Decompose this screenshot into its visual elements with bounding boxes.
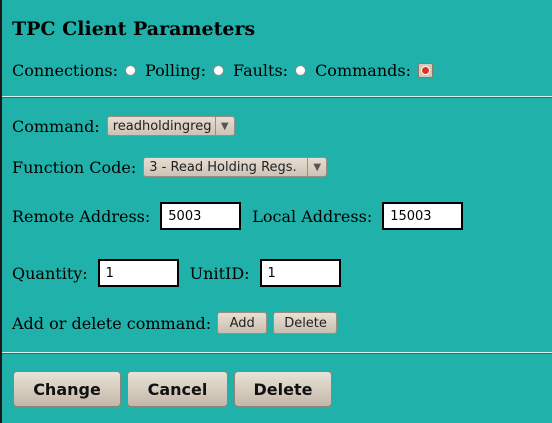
commands-label: Commands:	[315, 61, 411, 80]
change-button[interactable]: Change	[13, 371, 121, 407]
add-delete-row: Add or delete command: Add Delete	[12, 312, 338, 334]
page-title: TPC Client Parameters	[12, 18, 256, 40]
address-row: Remote Address: Local Address:	[12, 202, 464, 230]
radio-connections[interactable]	[125, 65, 136, 76]
delete-command-button[interactable]: Delete	[273, 312, 338, 334]
quantity-input[interactable]	[97, 259, 179, 287]
command-label: Command:	[12, 116, 100, 136]
polling-label: Polling:	[145, 61, 207, 80]
connections-label: Connections:	[12, 61, 118, 80]
unit-id-input[interactable]	[259, 259, 341, 287]
function-code-select-value: 3 - Read Holding Regs.	[149, 159, 297, 175]
command-select[interactable]: readholdingreg ▼	[106, 116, 235, 136]
function-code-label: Function Code:	[12, 157, 137, 177]
add-delete-label: Add or delete command:	[12, 313, 212, 333]
local-address-input[interactable]	[382, 202, 464, 230]
chevron-down-icon: ▼	[214, 117, 234, 135]
radio-commands[interactable]	[417, 63, 433, 78]
delete-button[interactable]: Delete	[234, 371, 332, 407]
command-row: Command: readholdingreg ▼	[12, 116, 235, 136]
cancel-button[interactable]: Cancel	[127, 371, 228, 407]
function-code-row: Function Code: 3 - Read Holding Regs. ▼	[12, 157, 328, 177]
remote-address-label: Remote Address:	[12, 206, 151, 226]
radio-polling[interactable]	[213, 65, 225, 76]
function-code-select[interactable]: 3 - Read Holding Regs. ▼	[143, 157, 328, 177]
add-command-button[interactable]: Add	[217, 312, 268, 334]
quantity-row: Quantity: UnitID:	[12, 259, 341, 287]
connections-row: Connections: Polling: Faults: Commands:	[12, 61, 442, 80]
radio-faults[interactable]	[295, 65, 307, 76]
local-address-label: Local Address:	[252, 206, 373, 226]
chevron-down-icon: ▼	[307, 158, 326, 176]
divider-top	[2, 96, 552, 98]
divider-bottom	[2, 352, 552, 354]
unit-id-label: UnitID:	[189, 263, 250, 283]
quantity-label: Quantity:	[12, 263, 88, 283]
command-select-value: readholdingreg	[112, 118, 212, 134]
remote-address-input[interactable]	[160, 202, 242, 230]
faults-label: Faults:	[233, 61, 289, 80]
